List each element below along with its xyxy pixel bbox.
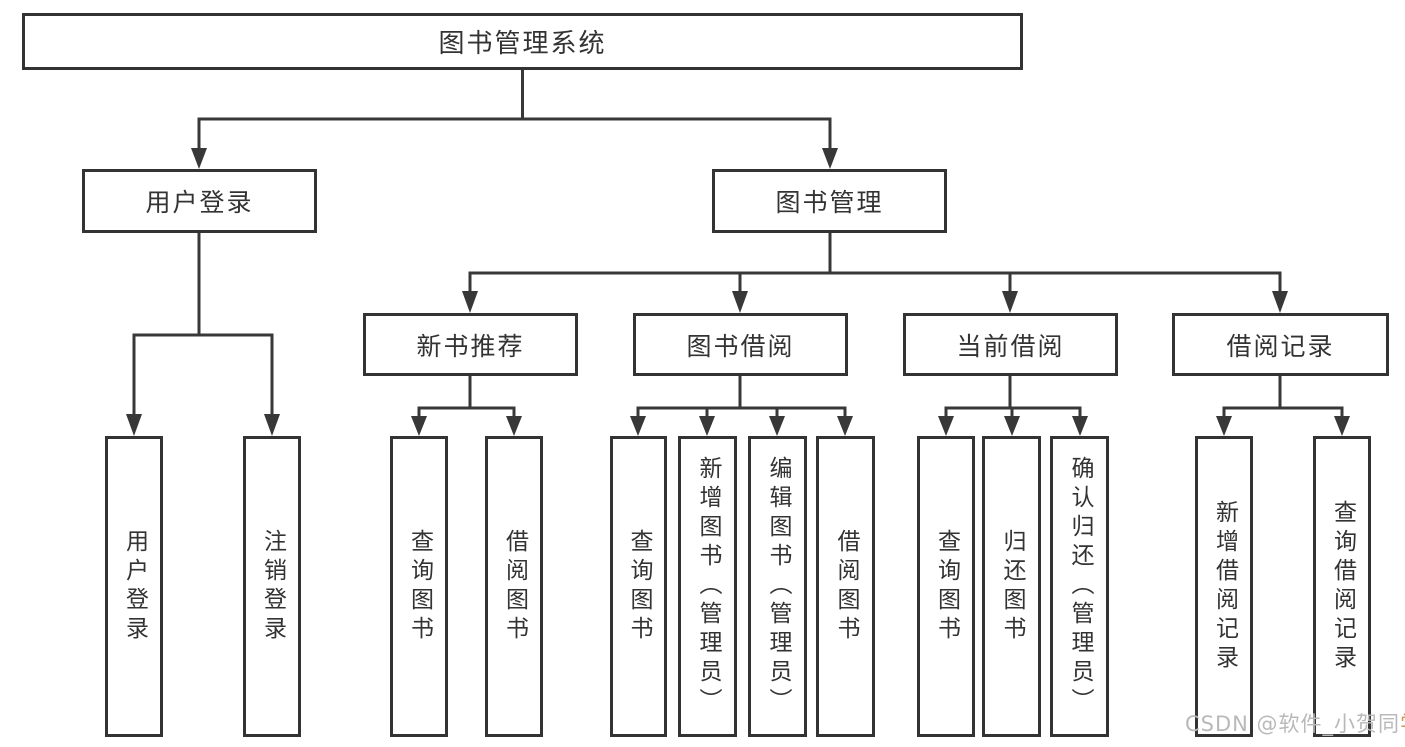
leaf-user-login-label: 用户登录 xyxy=(121,528,148,645)
leaf-query-books-current-label: 查询图书 xyxy=(933,528,960,645)
leaf-edit-books-admin: 编辑图书（管理员） xyxy=(748,436,807,737)
leaf-user-login: 用户登录 xyxy=(105,436,163,737)
csdn-watermark-accent: 学 xyxy=(1400,712,1405,736)
leaf-return-books: 归还图书 xyxy=(982,436,1041,737)
node-book-management-system: 图书管理系统 xyxy=(22,13,1023,70)
leaf-add-books-admin: 新增图书（管理员） xyxy=(678,436,737,737)
leaf-borrow-books-recommend: 借阅图书 xyxy=(485,436,543,737)
leaf-add-books-admin-label: 新增图书（管理员） xyxy=(695,456,721,717)
leaf-query-books-current: 查询图书 xyxy=(917,436,975,737)
node-book-borrowing: 图书借阅 xyxy=(633,313,848,376)
leaf-query-books-borrow-label: 查询图书 xyxy=(626,528,652,645)
csdn-watermark-text: CSDN @软件_小贺同 xyxy=(1185,712,1401,736)
leaf-add-borrow-record-label: 新增借阅记录 xyxy=(1211,499,1238,674)
node-current-borrowing: 当前借阅 xyxy=(903,313,1118,376)
leaf-query-borrow-record: 查询借阅记录 xyxy=(1313,436,1371,737)
leaf-confirm-return-admin-label: 确认归还（管理员） xyxy=(1067,456,1093,717)
leaf-query-borrow-record-label: 查询借阅记录 xyxy=(1329,499,1356,674)
node-book-management-branch: 图书管理 xyxy=(712,169,947,233)
leaf-confirm-return-admin: 确认归还（管理员） xyxy=(1050,436,1109,737)
leaf-borrow-books: 借阅图书 xyxy=(816,436,875,737)
node-new-book-recommendation: 新书推荐 xyxy=(363,313,578,376)
leaf-query-books-recommend-label: 查询图书 xyxy=(406,528,433,645)
leaf-logout: 注销登录 xyxy=(243,436,301,737)
node-borrowing-records: 借阅记录 xyxy=(1172,313,1389,376)
leaf-borrow-books-label: 借阅图书 xyxy=(833,528,859,645)
node-user-login-branch: 用户登录 xyxy=(82,169,317,233)
leaf-logout-label: 注销登录 xyxy=(259,528,286,645)
leaf-return-books-label: 归还图书 xyxy=(999,528,1025,645)
leaf-query-books-borrow: 查询图书 xyxy=(610,436,667,737)
leaf-edit-books-admin-label: 编辑图书（管理员） xyxy=(765,456,791,717)
leaf-query-books-recommend: 查询图书 xyxy=(390,436,448,737)
leaf-add-borrow-record: 新增借阅记录 xyxy=(1195,436,1253,737)
csdn-watermark: CSDN @软件_小贺同学 xyxy=(1185,708,1405,738)
leaf-borrow-books-recommend-label: 借阅图书 xyxy=(501,528,528,645)
